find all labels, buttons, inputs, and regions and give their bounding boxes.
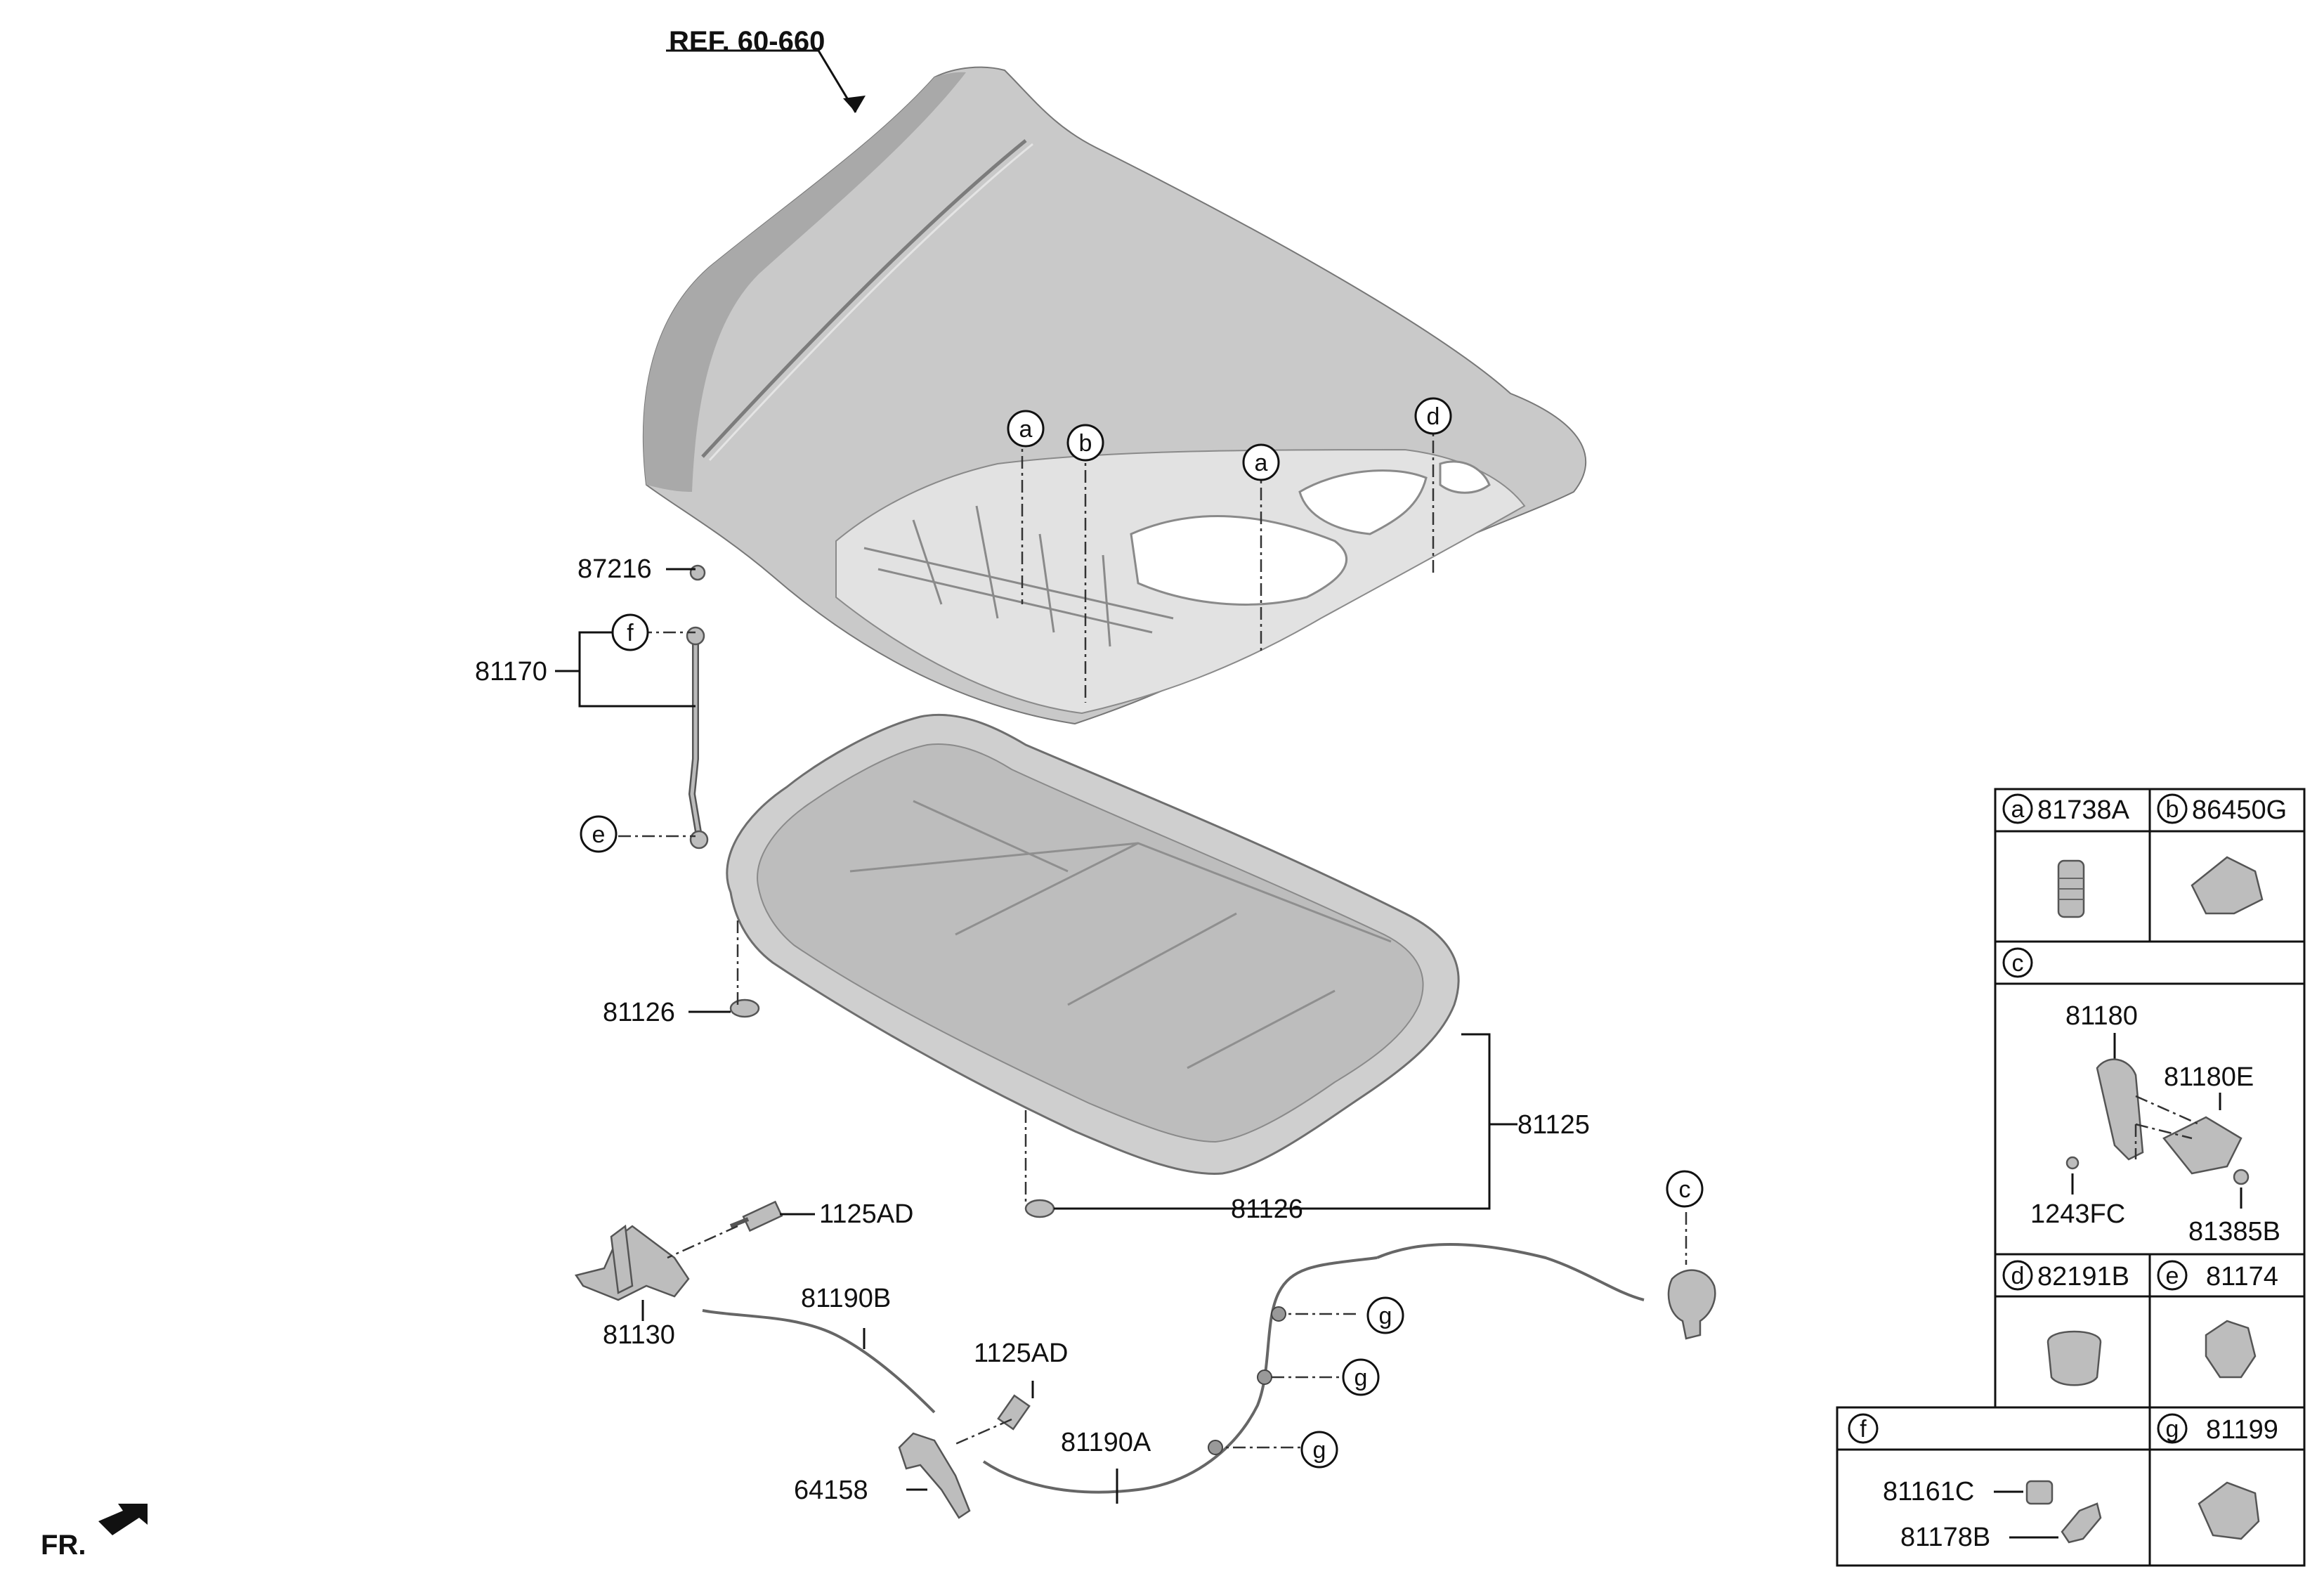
label-1125AD-mid: 1125AD xyxy=(974,1339,1069,1368)
label-81170: 81170 xyxy=(475,657,547,686)
svg-text:81180: 81180 xyxy=(2065,1001,2138,1031)
callout-g-2: g xyxy=(1342,1358,1380,1396)
svg-text:g: g xyxy=(1354,1365,1368,1391)
hood-stay-rod-81170 xyxy=(686,564,709,850)
svg-text:g: g xyxy=(2166,1416,2179,1443)
callout-b-1: b xyxy=(1066,424,1104,462)
svg-text:a: a xyxy=(2011,796,2025,823)
svg-text:e: e xyxy=(592,821,606,848)
clip-81126-left xyxy=(729,998,760,1018)
svg-text:g: g xyxy=(1379,1303,1392,1329)
svg-text:e: e xyxy=(2166,1263,2179,1289)
hood-release-handle-icon xyxy=(2065,1058,2250,1185)
hood-panel xyxy=(642,66,1586,725)
bumper-86450G-icon xyxy=(2191,856,2264,915)
svg-text:f: f xyxy=(1860,1416,1867,1443)
svg-text:c: c xyxy=(1679,1176,1691,1203)
hood-latch-c xyxy=(1667,1269,1716,1340)
front-arrow-icon xyxy=(98,1504,148,1535)
leader-lines xyxy=(555,49,1687,1504)
legend-cell-b: b 86450G xyxy=(2157,793,2287,915)
label-81126-bottom: 81126 xyxy=(1231,1195,1303,1224)
bolt-1125AD-mid xyxy=(997,1394,1031,1431)
legend-cell-c: c 81180 81180E 1243FC 81385B xyxy=(2002,947,2280,1247)
svg-text:a: a xyxy=(1019,416,1033,443)
legend-cell-f: f 81161C 81178B xyxy=(1848,1413,2102,1552)
svg-text:g: g xyxy=(1313,1437,1326,1464)
callout-d-1: d xyxy=(1414,397,1452,435)
callout-f-1: f xyxy=(611,613,649,651)
clip-81199-icon xyxy=(2198,1481,2260,1540)
svg-text:81180E: 81180E xyxy=(2164,1062,2254,1092)
svg-text:81174: 81174 xyxy=(2206,1262,2278,1291)
grommet-clip-icon xyxy=(2025,1480,2102,1544)
label-87216: 87216 xyxy=(577,554,652,584)
label-81130: 81130 xyxy=(603,1320,675,1350)
svg-text:81178B: 81178B xyxy=(1900,1523,1990,1552)
callout-g-1: g xyxy=(1366,1296,1404,1334)
callout-e-1: e xyxy=(580,815,618,853)
legend-cell-g: g 81199 xyxy=(2157,1413,2278,1540)
legend-table: a 81738A b 86450G c 81180 81180E 1243FC … xyxy=(1836,788,2306,1567)
svg-text:a: a xyxy=(1255,450,1268,476)
svg-text:b: b xyxy=(1079,430,1092,457)
bracket-64158 xyxy=(898,1432,971,1519)
label-81190A: 81190A xyxy=(1061,1428,1151,1457)
svg-text:d: d xyxy=(2011,1263,2025,1289)
legend-cell-d: d 82191B xyxy=(2002,1260,2129,1386)
svg-text:81199: 81199 xyxy=(2206,1415,2278,1445)
release-cables xyxy=(702,1243,1645,1494)
svg-text:81385B: 81385B xyxy=(2188,1217,2280,1247)
label-64158: 64158 xyxy=(794,1476,868,1505)
svg-text:b: b xyxy=(2166,796,2179,823)
callout-a-2: a xyxy=(1242,443,1280,481)
svg-text:f: f xyxy=(627,620,634,646)
hood-hinge-81130 xyxy=(574,1224,690,1301)
svg-text:82191B: 82191B xyxy=(2037,1262,2129,1291)
clip-81174-icon xyxy=(2205,1320,2257,1379)
legend-cell-e: e 81174 xyxy=(2157,1260,2278,1379)
legend-cell-a: a 81738A xyxy=(2002,793,2130,918)
svg-text:81738A: 81738A xyxy=(2037,795,2130,825)
svg-text:d: d xyxy=(1427,403,1440,430)
ref-label: REF. 60-660 xyxy=(669,26,825,57)
bolt-1125AD-top xyxy=(729,1200,783,1232)
svg-text:1243FC: 1243FC xyxy=(2030,1199,2125,1229)
svg-text:81161C: 81161C xyxy=(1883,1477,1974,1506)
callout-g-3: g xyxy=(1300,1431,1338,1469)
label-81190B: 81190B xyxy=(801,1284,891,1313)
clip-81126-bottom xyxy=(1024,1199,1055,1218)
plug-81738A-icon xyxy=(2057,859,2085,918)
front-label: FR. xyxy=(41,1530,86,1561)
front-direction-indicator: FR. xyxy=(41,1504,148,1561)
bumper-82191B-icon xyxy=(2046,1330,2102,1386)
svg-text:86450G: 86450G xyxy=(2192,795,2287,825)
callout-a-1: a xyxy=(1007,410,1045,448)
svg-text:c: c xyxy=(2012,950,2024,977)
callout-c-1: c xyxy=(1666,1170,1704,1208)
label-81126-left: 81126 xyxy=(603,998,675,1027)
hood-insulator-pad xyxy=(726,713,1460,1175)
label-81125: 81125 xyxy=(1517,1110,1590,1140)
label-1125AD-top: 1125AD xyxy=(819,1199,914,1229)
